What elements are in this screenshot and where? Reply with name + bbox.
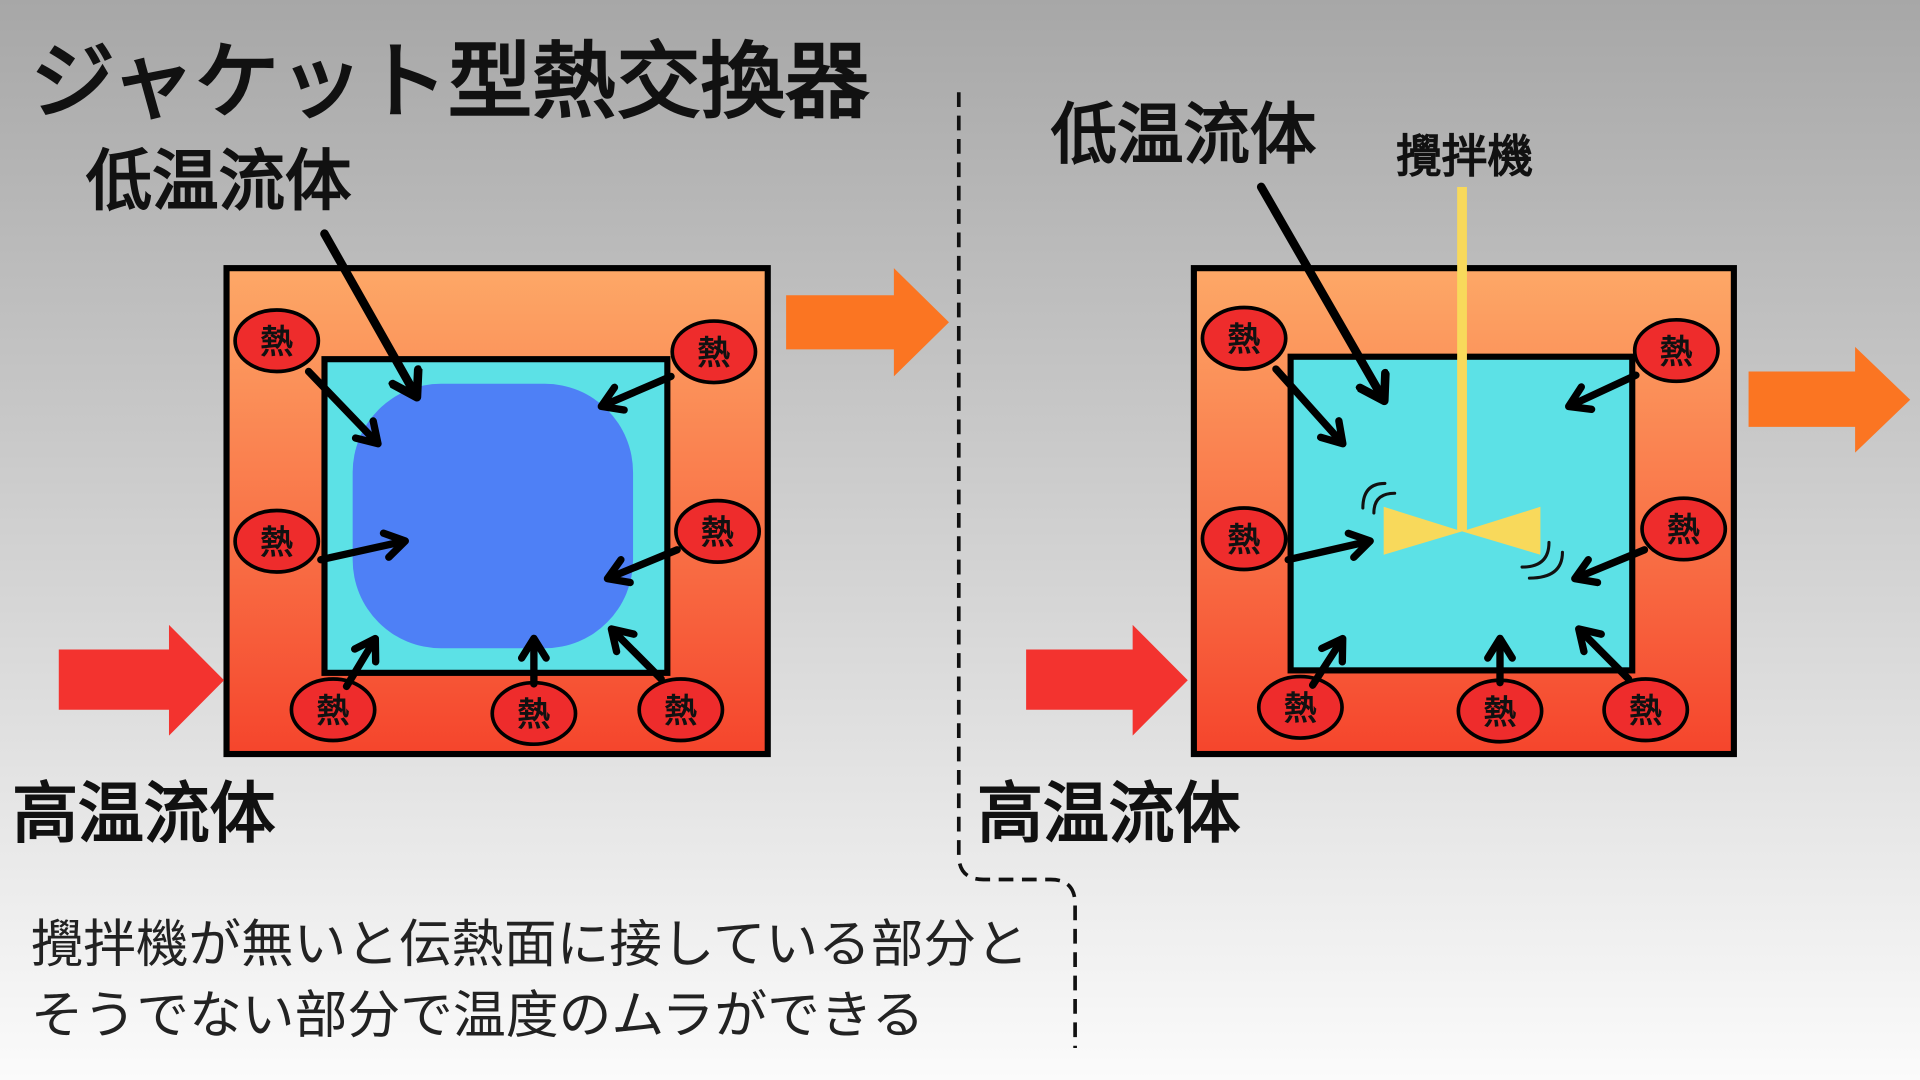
heat-badge: 熱 <box>289 677 377 743</box>
heat-badge: 熱 <box>1602 677 1690 743</box>
heat-badge: 熱 <box>490 680 578 747</box>
heat-badge: 熱 <box>1256 674 1344 740</box>
heat-label: 熱 <box>701 513 734 552</box>
heat-label: 熱 <box>1483 692 1516 731</box>
stirrer <box>1361 186 1564 580</box>
hot-fluid-label: 高温流体 <box>977 774 1241 852</box>
heat-flow-arrow <box>1575 625 1633 683</box>
heat-label: 熱 <box>1667 510 1700 549</box>
heat-badge: 熱 <box>1456 678 1544 744</box>
heat-label: 熱 <box>1284 689 1317 728</box>
left-diagram-no-stirrer: 低温流体 熱 熱 熱 熱 熱 <box>12 142 949 852</box>
stirrer-impeller <box>1383 506 1541 555</box>
cold-fluid-label: 低温流体 <box>1051 95 1317 173</box>
heat-flow-arrow <box>597 372 675 414</box>
heat-label: 熱 <box>664 691 697 730</box>
rotation-mark <box>1361 481 1387 510</box>
heat-badge: 熱 <box>637 677 725 743</box>
hot-fluid-inlet-arrow <box>58 624 225 736</box>
heat-flow-arrow <box>1284 529 1374 564</box>
heat-badge: 熱 <box>233 308 321 374</box>
rotation-mark <box>1372 491 1397 515</box>
heat-label: 熱 <box>1629 691 1662 730</box>
cold-fluid-label: 低温流体 <box>86 142 352 220</box>
hot-fluid-label: 高温流体 <box>12 774 276 852</box>
cold-fluid-pointer-arrow <box>320 229 416 396</box>
cold-zone <box>352 383 634 649</box>
cold-fluid-pointer-arrow <box>1256 182 1383 400</box>
section-divider <box>956 92 1077 1049</box>
page-title: ジャケット型熱交換器 <box>31 34 870 131</box>
caption-line-1: 攪拌機が無いと伝熱面に接している部分と <box>31 915 1029 975</box>
heat-badge: 熱 <box>233 508 321 574</box>
heat-badge: 熱 <box>1632 317 1720 384</box>
heat-label: 熱 <box>517 695 550 734</box>
stirrer-label: 攪拌機 <box>1396 130 1533 183</box>
hot-fluid-outlet-arrow <box>786 268 949 377</box>
heat-badge: 熱 <box>670 319 758 385</box>
rotation-mark <box>1520 540 1551 569</box>
heat-badge: 熱 <box>1200 506 1288 572</box>
heat-flow-arrow <box>603 546 681 587</box>
right-diagram-with-stirrer: 低温流体 攪拌機 熱 熱 熱 <box>977 95 1911 852</box>
heat-flow-arrow <box>304 367 382 448</box>
heat-flow-arrow <box>607 625 665 683</box>
heat-label: 熱 <box>697 333 730 372</box>
heat-flow-arrow <box>1565 371 1640 414</box>
heat-flow-arrow <box>1308 634 1347 689</box>
heat-flow-arrow <box>317 529 409 564</box>
heat-label: 熱 <box>260 322 293 361</box>
heat-flow-arrow <box>1571 546 1649 587</box>
hot-fluid-outlet-arrow <box>1748 346 1911 453</box>
heat-label: 熱 <box>260 522 293 561</box>
rotation-mark <box>1527 550 1564 580</box>
heat-badge: 熱 <box>1640 496 1728 562</box>
heat-label: 熱 <box>1228 319 1261 358</box>
heat-label: 熱 <box>1660 332 1693 371</box>
heat-flow-arrow <box>342 634 380 691</box>
hot-fluid-inlet-arrow <box>1026 624 1188 736</box>
heat-badge: 熱 <box>1200 305 1288 371</box>
heat-label: 熱 <box>317 691 350 730</box>
heat-label: 熱 <box>1228 520 1261 559</box>
heat-flow-arrow <box>1272 365 1347 448</box>
heat-badge: 熱 <box>674 498 762 564</box>
caption-line-2: そうでない部分で温度のムラができる <box>31 986 925 1046</box>
